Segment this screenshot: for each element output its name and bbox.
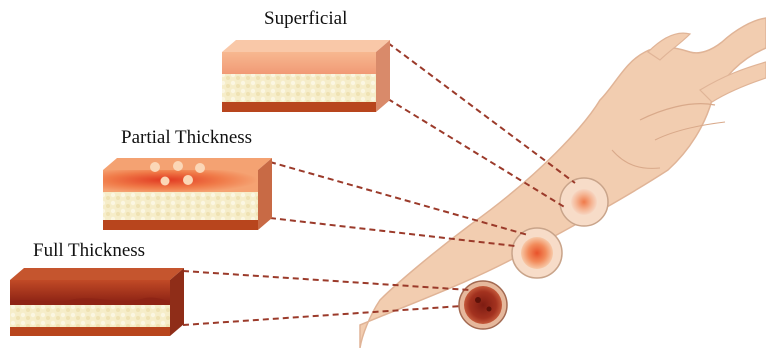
burn-spot-superficial xyxy=(560,178,608,226)
skin-section-partial xyxy=(103,158,272,230)
blister xyxy=(195,163,205,173)
blister xyxy=(183,175,193,185)
blister xyxy=(173,161,183,171)
blister xyxy=(150,162,160,172)
label-partial-thickness: Partial Thickness xyxy=(121,127,252,149)
label-full-thickness: Full Thickness xyxy=(33,240,145,262)
connector-full-bottom xyxy=(183,306,462,325)
burn-spot-full xyxy=(459,281,507,329)
burn-spot-partial xyxy=(512,228,562,278)
skin-section-full xyxy=(10,268,184,336)
label-superficial: Superficial xyxy=(264,8,347,30)
skin-section-superficial xyxy=(222,40,390,112)
blister xyxy=(161,177,170,186)
